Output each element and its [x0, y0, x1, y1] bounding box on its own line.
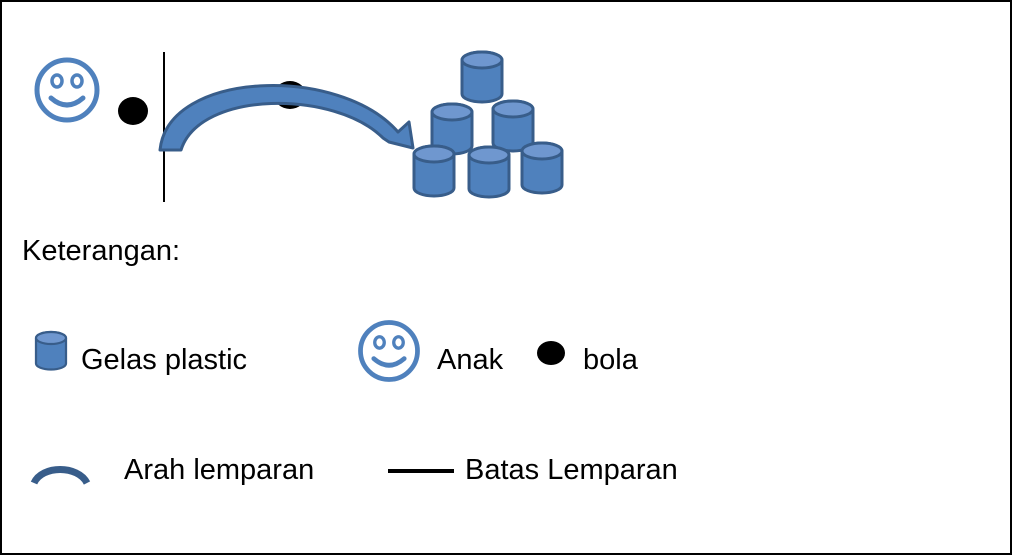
legend-heading: Keterangan:	[22, 235, 181, 267]
legend-line-label: Batas Lemparan	[465, 454, 678, 486]
cup-icon	[467, 145, 511, 199]
legend-child-smiley-icon	[361, 323, 418, 380]
cup-icon	[520, 141, 564, 195]
child-smiley-icon	[37, 60, 97, 120]
cup-icon	[460, 50, 504, 104]
legend-cup-label: Gelas plastic	[81, 344, 248, 376]
ball-icon	[118, 97, 148, 125]
legend-ball-label: bola	[583, 344, 638, 376]
legend-ball-icon	[537, 341, 565, 365]
cup-pyramid	[412, 50, 564, 199]
legend-arc-label: Arah lemparan	[124, 454, 315, 486]
legend-child-label: Anak	[437, 344, 504, 376]
throw-direction-arrow-icon	[158, 84, 415, 152]
cup-icon	[412, 144, 456, 198]
legend-cup-icon	[34, 330, 68, 371]
cup-icon	[491, 99, 535, 153]
legend-throw-arrow-icon	[30, 466, 91, 486]
